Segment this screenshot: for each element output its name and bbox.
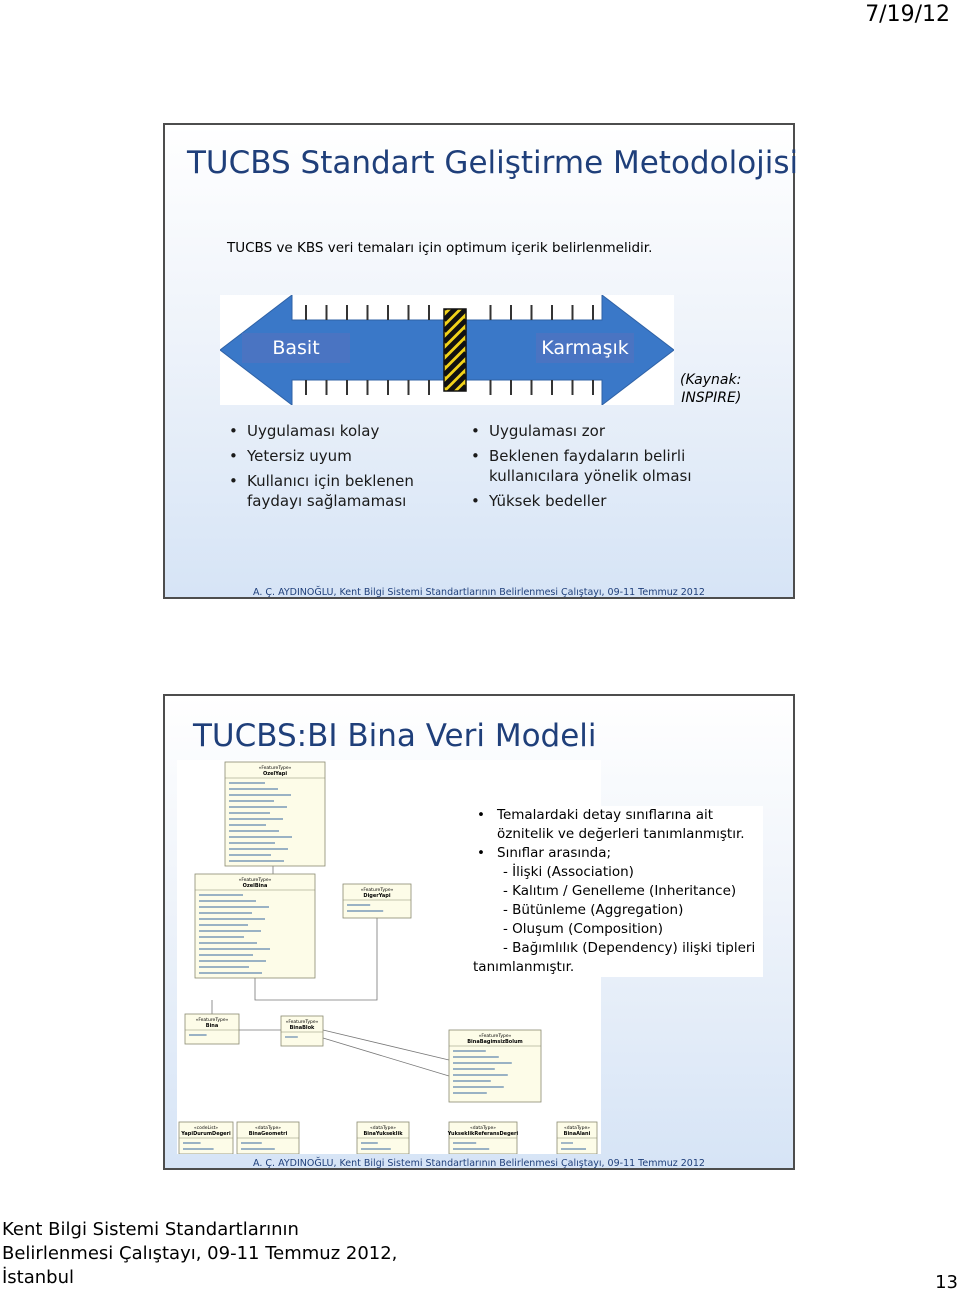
uml-class-name: YukseklikReferansDegeri — [447, 1131, 519, 1137]
relation-item: - Bütünleme (Aggregation) — [503, 902, 684, 918]
uml-class-name: YapiDurumDegeri — [180, 1131, 231, 1137]
slide-2-text: •Temalardaki detay sınıflarına ait öznit… — [473, 806, 763, 977]
relation-item: - Kalıtım / Genelleme (Inheritance) — [503, 883, 737, 899]
uml-stereotype: «FeatureType» — [259, 765, 292, 771]
uml-class-name: OzelBina — [243, 883, 268, 889]
uml-stereotype: «FeatureType» — [196, 1017, 229, 1023]
left-bullet-text: Uygulaması kolay — [247, 422, 380, 440]
uml-class-box: «dataType»BinaYukseklik — [356, 1121, 410, 1155]
right-bullet-text: Uygulaması zor — [489, 422, 606, 440]
uml-class-box: «dataType»BinaAlani — [556, 1121, 598, 1155]
slide-1-title: TUCBS Standart Geliştirme Metodolojisi — [187, 145, 799, 181]
left-bullet-list: •Uygulaması kolay •Yetersiz uyum •Kullan… — [225, 421, 425, 511]
right-bullet: •Uygulaması zor — [471, 422, 606, 440]
uml-class-name: BinaBlok — [290, 1025, 315, 1031]
complexity-arrow: Basit Karmaşık — [219, 293, 675, 407]
left-bullet: •Uygulaması kolay — [229, 422, 380, 440]
uml-class-box: «FeatureType»Bina — [184, 1013, 240, 1045]
uml-stereotype: «codeList» — [194, 1125, 218, 1131]
right-bullet: •Beklenen faydaların belirli kullanıcıla… — [471, 447, 692, 485]
uml-class-box: «dataType»YukseklikReferansDegeri — [447, 1121, 519, 1155]
slide-2: TUCBS:BI Bina Veri Modeli «FeatureType»O… — [163, 694, 795, 1170]
relation-item: - Bağımlılık (Dependency) ilişki tipleri — [503, 940, 756, 956]
slide-2-bullet-text: Sınıflar arasında; — [497, 845, 612, 861]
slide-1-footer: A. Ç. AYDINOĞLU, Kent Bilgi Sistemi Stan… — [253, 587, 705, 598]
bottom-caption-line: Kent Bilgi Sistemi Standartlarının — [2, 1219, 299, 1240]
bottom-caption-line: Belirlenmesi Çalıştayı, 09-11 Temmuz 201… — [2, 1243, 398, 1264]
right-bullet-list: •Uygulaması zor •Beklenen faydaların bel… — [467, 421, 697, 511]
right-bullet-text: Beklenen faydaların belirli kullanıcılar… — [489, 447, 692, 485]
uml-stereotype: «dataType» — [564, 1125, 590, 1131]
uml-class-name: BinaBagimsizBolum — [467, 1039, 522, 1045]
page-number: 13 — [935, 1272, 958, 1293]
right-bullet: •Yüksek bedeller — [471, 492, 607, 510]
uml-class-name: BinaAlani — [564, 1131, 591, 1137]
uml-class-box: «FeatureType»OzelYapi — [224, 761, 326, 867]
simple-label: Basit — [242, 333, 350, 363]
slide-2-bullet: •Temalardaki detay sınıflarına ait öznit… — [477, 807, 745, 842]
relation-item: - Oluşum (Composition) — [503, 921, 663, 937]
slide-2-footer: A. Ç. AYDINOĞLU, Kent Bilgi Sistemi Stan… — [253, 1158, 705, 1169]
uml-stereotype: «dataType» — [370, 1125, 396, 1131]
uml-stereotype: «FeatureType» — [479, 1033, 512, 1039]
uml-class-box: «dataType»BinaGeometri — [236, 1121, 300, 1155]
uml-class-box: «FeatureType»DigerYapi — [342, 883, 412, 919]
uml-class-name: OzelYapi — [263, 771, 287, 777]
uml-class-name: BinaGeometri — [249, 1131, 288, 1137]
uml-stereotype: «dataType» — [255, 1125, 281, 1131]
uml-class-box: «FeatureType»BinaBlok — [280, 1015, 324, 1047]
uml-connector — [322, 1037, 450, 1077]
slide-1-subtitle: TUCBS ve KBS veri temaları için optimum … — [227, 240, 653, 256]
relation-item: - İlişki (Association) — [503, 864, 634, 880]
right-bullet-text: Yüksek bedeller — [489, 492, 607, 510]
left-bullet-text: Yetersiz uyum — [247, 447, 352, 465]
uml-stereotype: «FeatureType» — [361, 887, 394, 893]
slide-1: TUCBS Standart Geliştirme Metodolojisi T… — [163, 123, 799, 599]
uml-connector — [322, 1029, 450, 1061]
uml-class-box: «codeList»YapiDurumDegeri — [178, 1121, 234, 1155]
left-bullet-text: Kullanıcı için beklenen faydayı sağlamam… — [247, 472, 414, 510]
left-bullet: •Kullanıcı için beklenen faydayı sağlama… — [229, 472, 414, 510]
source-line-2: INSPIRE) — [681, 390, 742, 406]
header-date: 7/19/12 — [865, 2, 950, 27]
double-arrow-graphic — [219, 293, 675, 407]
left-bullet: •Yetersiz uyum — [229, 447, 352, 465]
uml-stereotype: «dataType» — [470, 1125, 496, 1131]
relation-list: - İlişki (Association) - Kalıtım / Genel… — [473, 863, 763, 958]
uml-class-name: Bina — [206, 1023, 218, 1029]
source-line-1: (Kaynak: — [680, 372, 742, 388]
slide-2-title: TUCBS:BI Bina Veri Modeli — [193, 718, 597, 754]
complex-label: Karmaşık — [536, 333, 634, 363]
bottom-caption: Kent Bilgi Sistemi Standartlarının Belir… — [2, 1218, 397, 1290]
uml-class-box: «FeatureType»OzelBina — [194, 873, 316, 979]
uml-stereotype: «FeatureType» — [239, 877, 272, 883]
relation-tail: tanımlanmıştır. — [473, 959, 575, 975]
slide-2-bullet: •Sınıflar arasında; — [477, 845, 612, 861]
uml-class-name: DigerYapi — [363, 893, 390, 899]
uml-class-box: «FeatureType»BinaBagimsizBolum — [448, 1029, 542, 1103]
bottom-caption-line: İstanbul — [2, 1267, 75, 1288]
source-note: (Kaynak: INSPIRE) — [680, 371, 741, 407]
uml-class-diagram: «FeatureType»OzelYapi«FeatureType»OzelBi… — [178, 761, 598, 1155]
slide-2-bullet-text: Temalardaki detay sınıflarına ait öznite… — [497, 807, 745, 842]
uml-class-name: BinaYukseklik — [363, 1131, 403, 1137]
uml-connector — [254, 918, 378, 1001]
uml-stereotype: «FeatureType» — [286, 1019, 319, 1025]
